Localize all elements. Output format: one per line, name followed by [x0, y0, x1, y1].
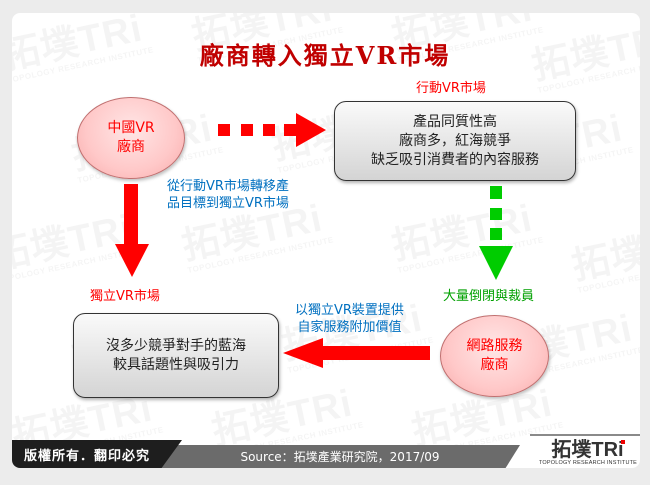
- label-china-to-independent: 從行動VR市場轉移產 品目標到獨立VR市場: [167, 178, 289, 212]
- node-mobile-market: 產品同質性高 廠商多，紅海競爭 缺乏吸引消費者的內容服務: [334, 101, 576, 181]
- node-internet-service-line1: 網路服務: [466, 338, 523, 354]
- label-independent-market: 獨立VR市場: [90, 289, 160, 304]
- copyright-bar: 版權所有．翻印必究: [12, 440, 182, 468]
- copyright-text: 版權所有．翻印必究: [24, 448, 151, 464]
- label-mobile-market: 行動VR市場: [416, 81, 486, 96]
- logo-main: 拓墣TRi: [538, 440, 638, 460]
- node-internet-service-line2: 廠商: [480, 357, 509, 373]
- mobile-market-line-3: 缺乏吸引消費者的內容服務: [371, 151, 539, 168]
- node-china-vr-line1: 中國VR: [107, 120, 155, 136]
- page-title: 廠商轉入獨立VR市場: [199, 41, 451, 70]
- independent-market-line-2: 較具話題性與吸引力: [113, 356, 239, 373]
- source-bar: Source：拓墣產業研究院，2017/09: [160, 445, 520, 468]
- arrowhead-right-icon: [296, 113, 326, 147]
- independent-market-line-1: 沒多少競爭對手的藍海: [106, 337, 246, 354]
- mobile-market-line-1: 產品同質性高: [413, 113, 497, 130]
- source-text: Source：拓墣產業研究院，2017/09: [240, 450, 440, 464]
- logo-sub: TOPOLOGY RESEARCH INSTITUTE: [538, 460, 638, 466]
- logo-red-dot-icon: [620, 440, 625, 444]
- label-china-to-independent-line2: 品目標到獨立VR市場: [167, 196, 289, 211]
- label-mobile-to-internet: 大量倒閉與裁員: [443, 289, 535, 304]
- label-china-to-independent-line1: 從行動VR市場轉移產: [167, 179, 289, 194]
- footer-divider: [530, 434, 640, 436]
- label-internet-to-independent-line1: 以獨立VR裝置提供: [295, 303, 404, 318]
- arrowhead-left-icon: [283, 338, 323, 368]
- node-internet-service: 網路服務 廠商: [440, 315, 549, 397]
- label-internet-to-independent: 以獨立VR裝置提供 自家服務附加價值: [295, 302, 404, 336]
- node-china-vr: 中國VR 廠商: [77, 97, 185, 179]
- tri-logo: 拓墣TRi TOPOLOGY RESEARCH INSTITUTE: [538, 440, 638, 468]
- label-internet-to-independent-line2: 自家服務附加價值: [297, 320, 402, 335]
- mobile-market-line-2: 廠商多，紅海競爭: [399, 132, 511, 149]
- node-china-vr-line2: 廠商: [117, 139, 145, 155]
- arrowhead-down-icon: [115, 244, 149, 277]
- logo-main-text: 拓墣TRi: [551, 439, 624, 461]
- arrowhead-down-green-icon: [479, 246, 513, 280]
- node-independent-market: 沒多少競爭對手的藍海 較具話題性與吸引力: [73, 313, 279, 398]
